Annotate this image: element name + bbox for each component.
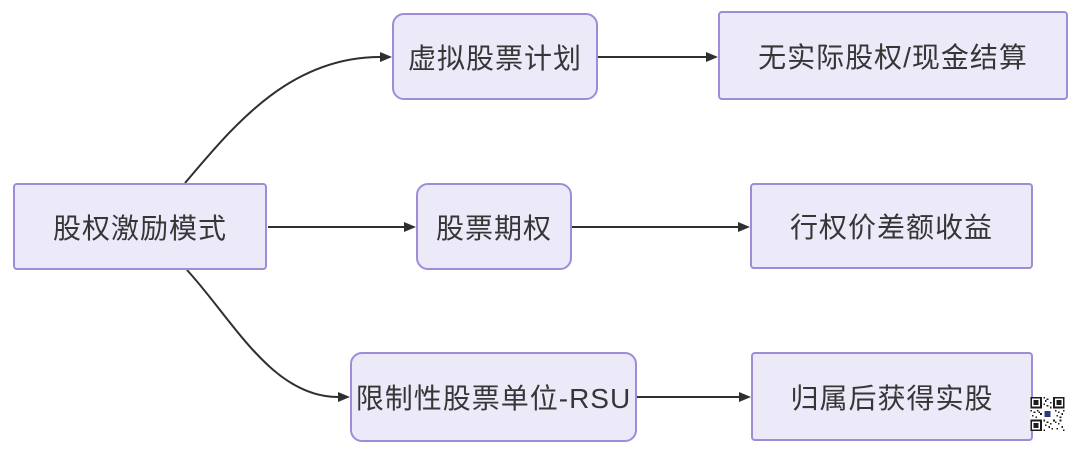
node-outcome-label: 无实际股权/现金结算 <box>758 41 1028 73</box>
node-branch-rsu: 限制性股票单位-RSU <box>350 352 637 442</box>
node-branch-label: 虚拟股票计划 <box>407 42 582 74</box>
node-outcome-label: 行权价差额收益 <box>789 212 993 243</box>
node-branch-virtual-stock-plan: 虚拟股票计划 <box>392 13 598 100</box>
node-outcome-exercise-spread: 行权价差额收益 <box>750 183 1033 269</box>
node-branch-label: 限制性股票单位-RSU <box>355 383 632 414</box>
edge-root-to-branch-0 <box>184 52 392 184</box>
edge-root-to-branch-2 <box>186 269 350 402</box>
node-branch-stock-options: 股票期权 <box>416 183 572 270</box>
node-outcome-label: 归属后获得实股 <box>790 382 994 414</box>
node-branch-label: 股票期权 <box>435 212 552 244</box>
qr-code-icon <box>1029 397 1066 431</box>
node-outcome-cash-settlement: 无实际股权/现金结算 <box>718 11 1068 100</box>
node-outcome-real-shares: 归属后获得实股 <box>751 352 1033 441</box>
node-root: 股权激励模式 <box>13 183 267 270</box>
node-root-label: 股权激励模式 <box>52 212 227 244</box>
